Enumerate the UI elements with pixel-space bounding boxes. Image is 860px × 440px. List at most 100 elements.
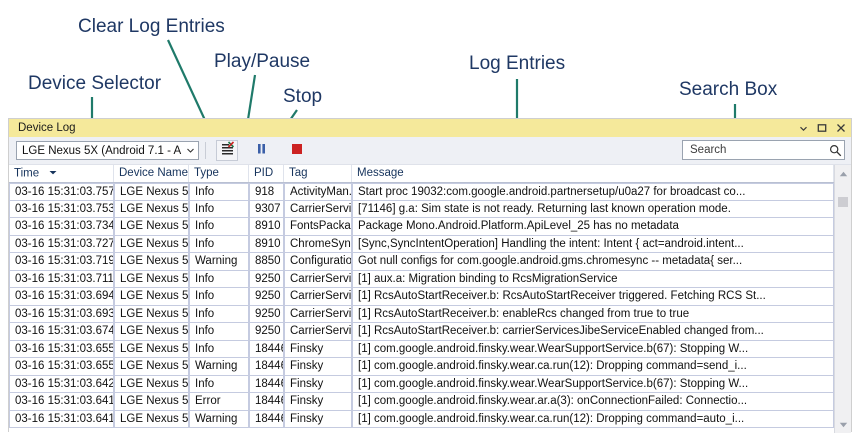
cell-device-name: LGE Nexus 5X bbox=[114, 183, 189, 201]
column-header-message[interactable]: Message bbox=[352, 165, 834, 182]
chevron-down-icon[interactable] bbox=[799, 124, 808, 133]
cell-time: 03-16 15:31:03.753 bbox=[9, 200, 114, 218]
cell-pid: 9250 bbox=[249, 270, 284, 288]
cell-tag: Finsky bbox=[284, 358, 352, 376]
cell-device-name: LGE Nexus 5X bbox=[114, 323, 189, 341]
cell-device-name: LGE Nexus 5X bbox=[114, 288, 189, 306]
column-header-time[interactable]: Time bbox=[9, 165, 114, 182]
cell-message: [1] com.google.android.finsky.wear.ca.ru… bbox=[352, 410, 834, 428]
search-input[interactable] bbox=[688, 143, 826, 157]
search-box[interactable] bbox=[682, 140, 845, 160]
scrollbar-thumb[interactable] bbox=[838, 197, 848, 207]
cell-time: 03-16 15:31:03.641 bbox=[9, 410, 114, 428]
log-entries-table: Time Device Name Type PID Tag Message 03… bbox=[9, 165, 851, 433]
cell-time: 03-16 15:31:03.674 bbox=[9, 323, 114, 341]
clear-log-entries-button[interactable] bbox=[216, 140, 238, 161]
cell-pid: 8910 bbox=[249, 218, 284, 236]
column-header-device-name[interactable]: Device Name bbox=[114, 165, 189, 182]
cell-time: 03-16 15:31:03.655 bbox=[9, 358, 114, 376]
play-pause-button[interactable] bbox=[250, 140, 272, 161]
scroll-up-icon[interactable] bbox=[835, 166, 851, 181]
cell-message: Start proc 19032:com.google.android.part… bbox=[352, 183, 834, 201]
maximize-icon[interactable] bbox=[817, 123, 827, 133]
stop-button[interactable] bbox=[286, 140, 308, 161]
cell-tag: CarrierServices bbox=[284, 200, 352, 218]
cell-time: 03-16 15:31:03.711 bbox=[9, 270, 114, 288]
column-header-tag[interactable]: Tag bbox=[284, 165, 352, 182]
cell-tag: Finsky bbox=[284, 340, 352, 358]
cell-pid: 18446 bbox=[249, 375, 284, 393]
cell-type: Info bbox=[189, 288, 249, 306]
table-header-row: Time Device Name Type PID Tag Message bbox=[9, 165, 834, 183]
cell-time: 03-16 15:31:03.727 bbox=[9, 235, 114, 253]
close-icon[interactable] bbox=[836, 123, 846, 133]
cell-type: Info bbox=[189, 218, 249, 236]
cell-time: 03-16 15:31:03.719 bbox=[9, 253, 114, 271]
annotation-search-box: Search Box bbox=[679, 79, 778, 100]
clear-log-icon bbox=[220, 140, 235, 161]
cell-type: Info bbox=[189, 183, 249, 201]
log-table-area: Time Device Name Type PID Tag Message 03… bbox=[9, 165, 834, 433]
cell-type: Warning bbox=[189, 253, 249, 271]
cell-tag: Configuratio... bbox=[284, 253, 352, 271]
cell-tag: FontsPackag... bbox=[284, 218, 352, 236]
cell-message: Got null configs for com.google.android.… bbox=[352, 253, 834, 271]
cell-device-name: LGE Nexus 5X bbox=[114, 200, 189, 218]
column-header-type[interactable]: Type bbox=[189, 165, 249, 182]
scroll-down-icon[interactable] bbox=[835, 417, 851, 432]
annotation-log-entries: Log Entries bbox=[469, 53, 566, 74]
cell-tag: CarrierServices bbox=[284, 305, 352, 323]
cell-pid: 8910 bbox=[249, 235, 284, 253]
cell-tag: Finsky bbox=[284, 393, 352, 411]
panel-title: Device Log bbox=[18, 122, 76, 134]
cell-type: Error bbox=[189, 393, 249, 411]
cell-message: [1] RcsAutoStartReceiver.b: RcsAutoStart… bbox=[352, 288, 834, 306]
cell-tag: ActivityMan... bbox=[284, 183, 352, 201]
cell-type: Warning bbox=[189, 410, 249, 428]
cell-tag: CarrierServices bbox=[284, 270, 352, 288]
cell-message: [1] RcsAutoStartReceiver.b: carrierServi… bbox=[352, 323, 834, 341]
cell-device-name: LGE Nexus 5X bbox=[114, 253, 189, 271]
cell-message: [71146] g.a: Sim state is not ready. Ret… bbox=[352, 200, 834, 218]
cell-type: Warning bbox=[189, 358, 249, 376]
cell-time: 03-16 15:31:03.734 bbox=[9, 218, 114, 236]
cell-message: [1] com.google.android.finsky.wear.ar.a(… bbox=[352, 393, 834, 411]
cell-type: Info bbox=[189, 305, 249, 323]
cell-pid: 9307 bbox=[249, 200, 284, 218]
cell-pid: 8850 bbox=[249, 253, 284, 271]
device-selector-dropdown[interactable]: LGE Nexus 5X (Android 7.1 - API 25) bbox=[16, 141, 199, 160]
cell-tag: ChromeSync bbox=[284, 235, 352, 253]
search-icon[interactable] bbox=[826, 144, 844, 157]
vertical-scrollbar[interactable] bbox=[834, 165, 851, 433]
cell-tag: Finsky bbox=[284, 410, 352, 428]
column-header-pid[interactable]: PID bbox=[249, 165, 284, 182]
annotation-clear-log-entries: Clear Log Entries bbox=[78, 16, 225, 37]
cell-message: [1] com.google.android.finsky.wear.WearS… bbox=[352, 340, 834, 358]
cell-pid: 18446 bbox=[249, 393, 284, 411]
device-selector-value: LGE Nexus 5X (Android 7.1 - API 25) bbox=[22, 144, 182, 157]
cell-type: Info bbox=[189, 200, 249, 218]
stop-icon bbox=[291, 142, 303, 160]
cell-pid: 18446 bbox=[249, 358, 284, 376]
annotation-stop: Stop bbox=[283, 86, 323, 107]
cell-device-name: LGE Nexus 5X bbox=[114, 410, 189, 428]
cell-device-name: LGE Nexus 5X bbox=[114, 358, 189, 376]
cell-time: 03-16 15:31:03.641 bbox=[9, 393, 114, 411]
cell-message: [1] aux.a: Migration binding to RcsMigra… bbox=[352, 270, 834, 288]
column-header-time-label: Time bbox=[14, 167, 40, 180]
chevron-down-icon[interactable] bbox=[182, 148, 198, 153]
